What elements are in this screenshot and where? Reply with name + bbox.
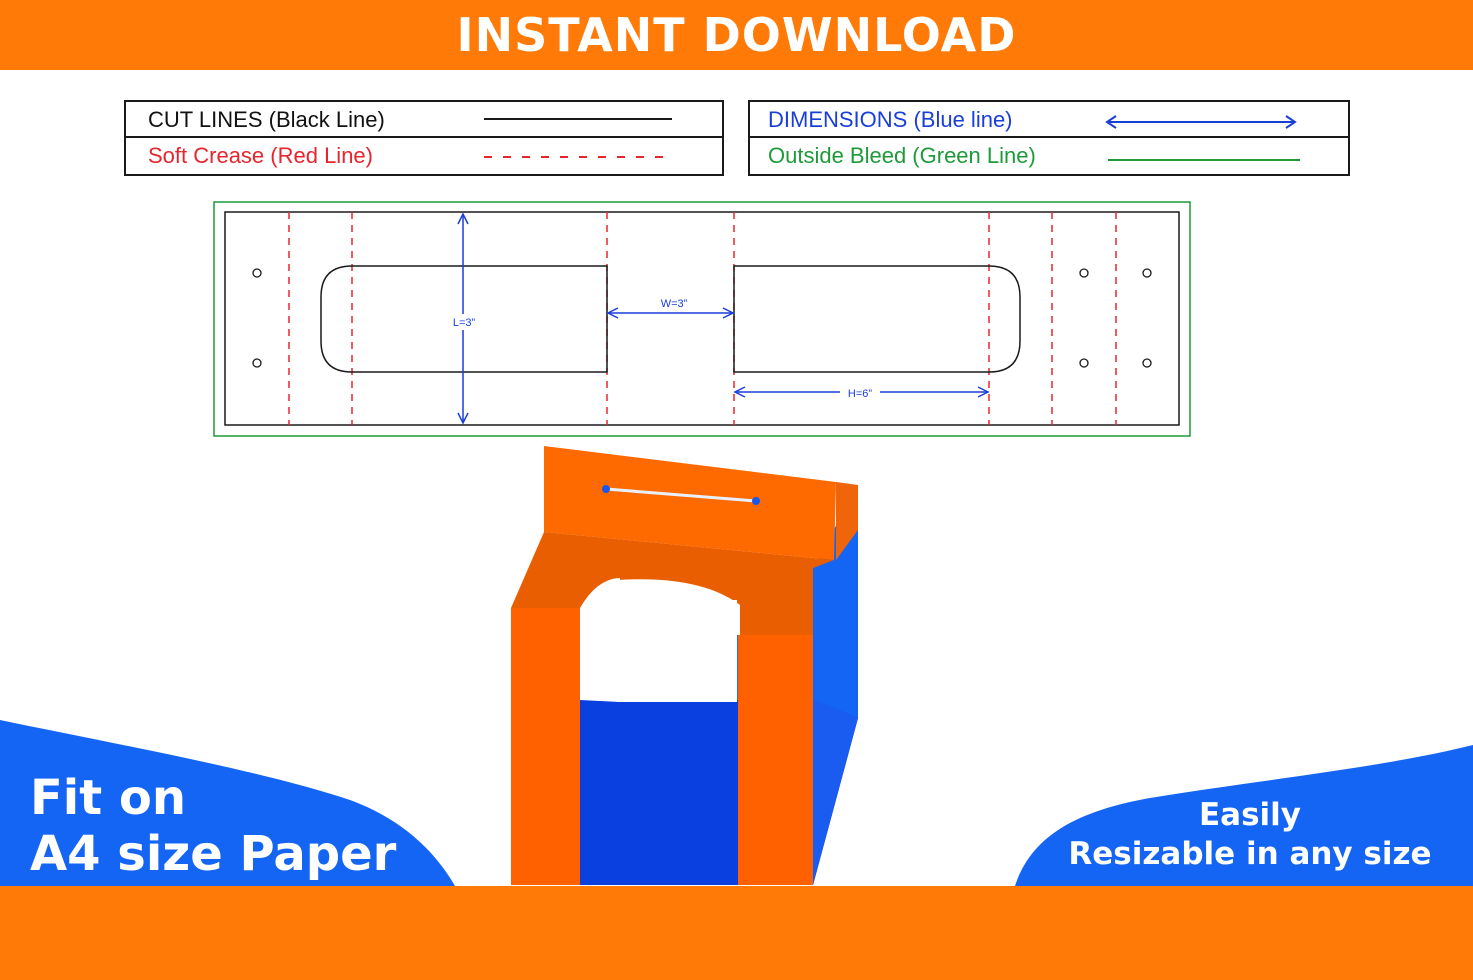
legend-row-crease: Soft Crease (Red Line) (126, 138, 722, 174)
box-hanger-panel (544, 446, 836, 560)
hanger-slot-end (752, 497, 760, 505)
legend-bleed-label: Outside Bleed (Green Line) (768, 143, 1036, 168)
crease-lines (288, 212, 1117, 425)
box-front-left (511, 608, 580, 885)
length-label: L=3” (453, 317, 476, 329)
box-front-right (738, 635, 813, 885)
punch-hole (1142, 358, 1152, 368)
box-3d-illustration (511, 446, 858, 885)
bleed-line-sample (1108, 159, 1300, 161)
punch-hole (1079, 358, 1089, 368)
height-label: H=6” (848, 388, 872, 400)
punch-hole (1142, 268, 1152, 278)
legend-left: CUT LINES (Black Line) Soft Crease (Red … (124, 100, 724, 176)
left-window-cutout (320, 265, 608, 373)
fit-a4-caption: Fit on A4 size Paper (30, 770, 396, 882)
punch-hole (252, 268, 262, 278)
legend-row-bleed: Outside Bleed (Green Line) (750, 138, 1348, 174)
resize-caption-line2: Resizable in any size (1068, 836, 1432, 872)
right-window-cutout (733, 265, 1021, 373)
legend-right: DIMENSIONS (Blue line) Outside Bleed (Gr… (748, 100, 1350, 176)
bleed-outline (213, 201, 1191, 437)
resize-caption-line1: Easily (1198, 797, 1301, 833)
dieline: L=3” W=3” H=6” (213, 201, 1191, 437)
fit-caption-line1: Fit on (30, 770, 187, 826)
legend-crease-label: Soft Crease (Red Line) (148, 143, 373, 168)
dimension-width (606, 307, 735, 319)
punch-holes (252, 268, 1152, 368)
legend-row-dimensions: DIMENSIONS (Blue line) (750, 102, 1348, 138)
fit-caption-line2: A4 size Paper (30, 826, 397, 882)
bottom-banner (0, 886, 1473, 980)
box-inner-right-wall (813, 700, 858, 885)
cut-outline (224, 211, 1180, 426)
width-label: W=3” (661, 298, 688, 310)
box-window-opening (580, 578, 620, 702)
box-window-hole (617, 600, 737, 702)
banner-title: INSTANT DOWNLOAD (456, 8, 1017, 62)
box-hanger-side (836, 482, 858, 560)
dimension-line-sample (1105, 115, 1297, 129)
top-banner: INSTANT DOWNLOAD (0, 0, 1473, 70)
left-blue-wave (0, 720, 455, 886)
legend-dimensions-label: DIMENSIONS (Blue line) (768, 107, 1013, 132)
cut-line-sample (484, 118, 672, 120)
punch-hole (1079, 268, 1089, 278)
crease-line-sample (484, 156, 672, 158)
hanger-slot (605, 487, 757, 503)
punch-hole (252, 358, 262, 368)
hanger-slot-end (602, 485, 610, 493)
legend-cut-label: CUT LINES (Black Line) (148, 107, 385, 132)
legend-row-cut: CUT LINES (Black Line) (126, 102, 722, 138)
right-blue-wave (1015, 745, 1473, 886)
resizable-caption: Easily Resizable in any size (1060, 796, 1440, 874)
